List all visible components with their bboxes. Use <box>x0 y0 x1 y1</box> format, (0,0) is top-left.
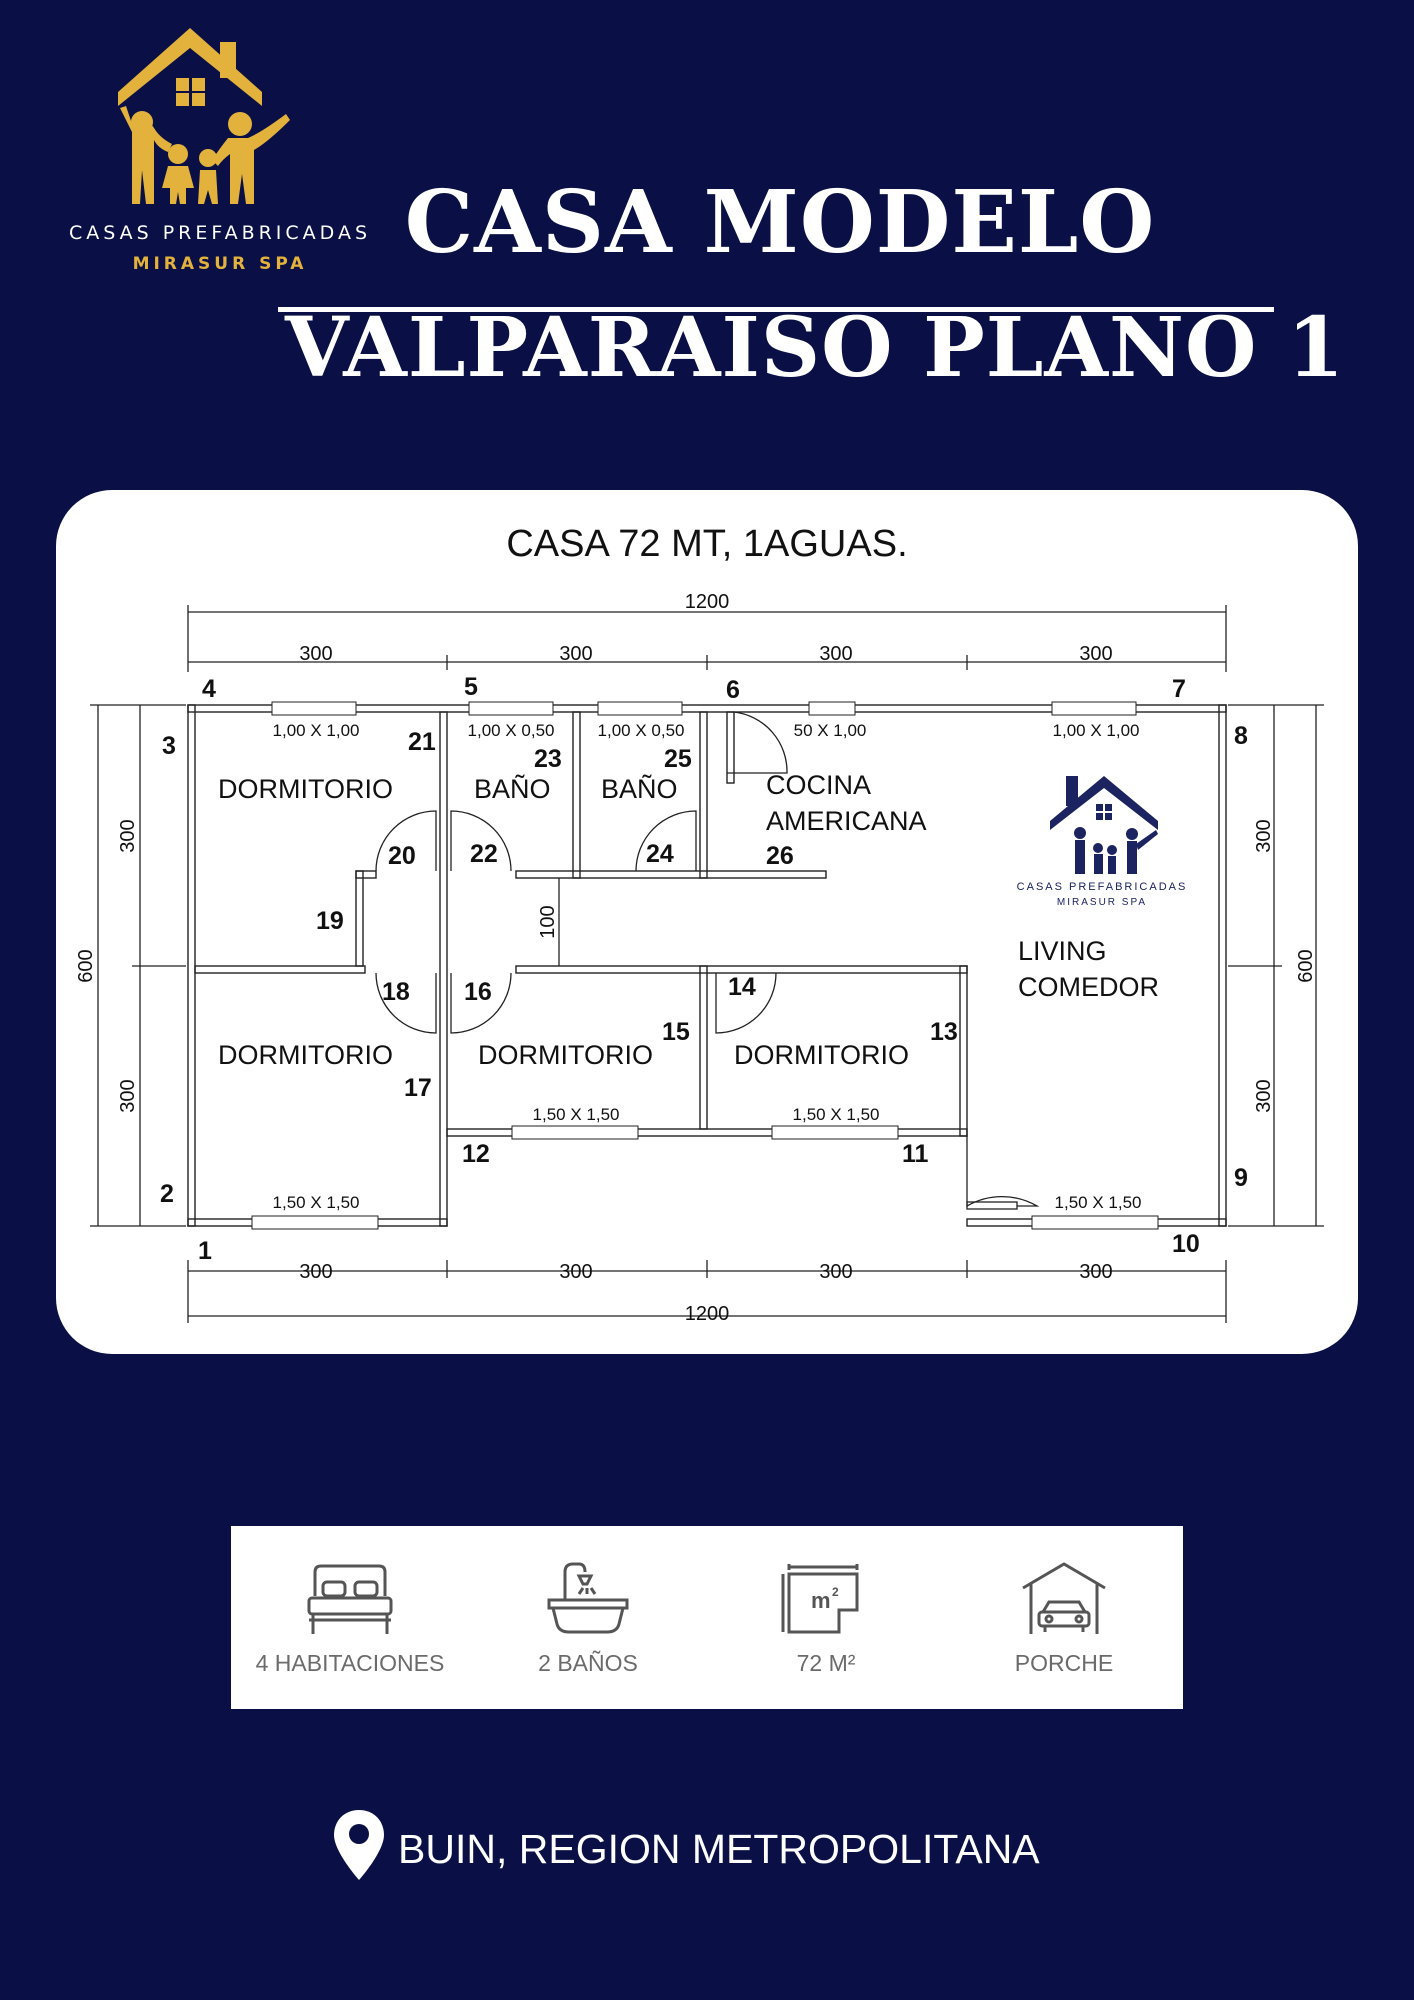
dim-right-total: 600 <box>1295 949 1317 982</box>
room-living-line1: LIVING <box>1018 936 1107 966</box>
room-dormitorio-4: DORMITORIO <box>734 1040 909 1070</box>
dim-left-1: 300 <box>117 819 139 852</box>
svg-text:2: 2 <box>832 1585 839 1599</box>
dim-total-top: 1200 <box>685 591 730 613</box>
room-cocina-line2: AMERICANA <box>766 806 927 836</box>
room-bano-2: BAÑO <box>601 773 678 804</box>
page-subtitle: VALPARAISO PLANO 1 <box>284 300 1346 396</box>
point-number: 21 <box>408 728 436 756</box>
plan-logo-subtext: MIRASUR SPA <box>1057 897 1147 908</box>
point-number: 14 <box>728 973 756 1001</box>
room-dormitorio-2: DORMITORIO <box>218 1040 393 1070</box>
point-number: 22 <box>470 840 498 868</box>
window-label: 1,50 X 1,50 <box>1055 1193 1142 1212</box>
window-label: 1,00 X 0,50 <box>468 721 555 740</box>
page-title: CASA MODELO <box>404 172 1156 273</box>
dim-left-total: 600 <box>75 949 97 982</box>
brand-name: CASAS PREFABRICADAS <box>68 222 372 244</box>
point-number: 11 <box>902 1140 929 1168</box>
point-number: 8 <box>1234 722 1248 750</box>
location: BUIN, REGION METROPOLITANA <box>330 1808 1130 1880</box>
house-family-icon <box>118 28 290 204</box>
feature-label: 4 HABITACIONES <box>255 1650 445 1676</box>
walls <box>187 704 1227 1227</box>
bed-icon <box>307 1564 393 1634</box>
window-label: 50 X 1,00 <box>794 721 867 740</box>
point-number: 20 <box>388 842 416 870</box>
point-number: 23 <box>534 745 562 773</box>
feature-label: 72 M² <box>796 1650 856 1676</box>
dim-bottom-4: 300 <box>1079 1261 1112 1283</box>
window-label: 1,00 X 1,00 <box>273 721 360 740</box>
dimension-lines <box>90 605 1324 1323</box>
point-number: 4 <box>202 675 216 703</box>
feature-porch: PORCHE <box>945 1526 1183 1709</box>
window-label: 1,50 X 1,50 <box>273 1193 360 1212</box>
point-number: 26 <box>766 842 794 870</box>
point-number: 24 <box>646 840 674 868</box>
feature-label: 2 BAÑOS <box>538 1650 638 1676</box>
feature-label: PORCHE <box>1014 1650 1114 1676</box>
feature-bedrooms: 4 HABITACIONES <box>231 1526 469 1709</box>
brand-subname: MIRASUR SPA <box>132 254 308 274</box>
dim-hall: 100 <box>537 905 559 938</box>
point-number: 10 <box>1172 1230 1200 1258</box>
feature-area: m 2 72 M² <box>707 1526 945 1709</box>
point-number: 3 <box>162 732 176 760</box>
dim-bottom-3: 300 <box>819 1261 852 1283</box>
point-number: 12 <box>462 1140 490 1168</box>
bathtub-icon <box>547 1562 629 1634</box>
point-number: 13 <box>930 1018 958 1046</box>
point-number: 25 <box>664 745 692 773</box>
point-number: 18 <box>382 978 410 1006</box>
window-label: 1,00 X 1,00 <box>1053 721 1140 740</box>
brand-logo <box>118 28 290 204</box>
floor-plan-card: CASA 72 MT, 1AGUAS. 1200 30 <box>56 490 1358 1354</box>
room-dormitorio-1: DORMITORIO <box>218 774 393 804</box>
plan-logo-text: CASAS PREFABRICADAS <box>1017 881 1188 893</box>
door-swings <box>375 711 1040 1210</box>
area-m2-icon: m 2 <box>781 1564 859 1634</box>
dim-right-2: 300 <box>1253 1079 1275 1112</box>
windows <box>251 701 1159 1230</box>
window-label: 1,50 X 1,50 <box>793 1105 880 1124</box>
map-pin-icon <box>334 1810 384 1880</box>
feature-bathrooms: 2 BAÑOS <box>469 1526 707 1709</box>
title-divider <box>278 307 1274 312</box>
point-number: 19 <box>316 907 344 935</box>
dim-top-3: 300 <box>819 643 852 665</box>
dim-bottom-2: 300 <box>559 1261 592 1283</box>
dim-total-bottom: 1200 <box>685 1303 730 1325</box>
plan-logo: CASAS PREFABRICADAS MIRASUR SPA <box>1017 776 1188 908</box>
garage-icon <box>1022 1562 1106 1634</box>
svg-text:m: m <box>811 1588 831 1613</box>
point-number: 15 <box>662 1018 690 1046</box>
point-number: 5 <box>464 673 478 701</box>
location-text: BUIN, REGION METROPOLITANA <box>398 1826 1040 1872</box>
room-dormitorio-3: DORMITORIO <box>478 1040 653 1070</box>
point-number: 2 <box>160 1180 174 1208</box>
floor-plan: CASA 72 MT, 1AGUAS. 1200 30 <box>75 523 1324 1325</box>
dim-left-2: 300 <box>117 1079 139 1112</box>
dim-top-4: 300 <box>1079 643 1112 665</box>
dim-bottom-1: 300 <box>299 1261 332 1283</box>
point-number: 7 <box>1172 675 1186 703</box>
dim-top-2: 300 <box>559 643 592 665</box>
room-cocina-line1: COCINA <box>766 770 871 800</box>
point-number: 17 <box>404 1074 432 1102</box>
point-number: 16 <box>464 978 492 1006</box>
room-bano-1: BAÑO <box>474 773 551 804</box>
features-panel: 4 HABITACIONES 2 BAÑOS m 2 72 M² <box>231 1526 1183 1709</box>
dim-top-1: 300 <box>299 643 332 665</box>
point-number: 6 <box>726 676 740 704</box>
window-label: 1,50 X 1,50 <box>533 1105 620 1124</box>
point-number: 1 <box>198 1237 212 1265</box>
plan-heading: CASA 72 MT, 1AGUAS. <box>506 523 907 565</box>
window-label: 1,00 X 0,50 <box>598 721 685 740</box>
room-living-line2: COMEDOR <box>1018 972 1159 1002</box>
point-number: 9 <box>1234 1164 1248 1192</box>
dim-right-1: 300 <box>1253 819 1275 852</box>
